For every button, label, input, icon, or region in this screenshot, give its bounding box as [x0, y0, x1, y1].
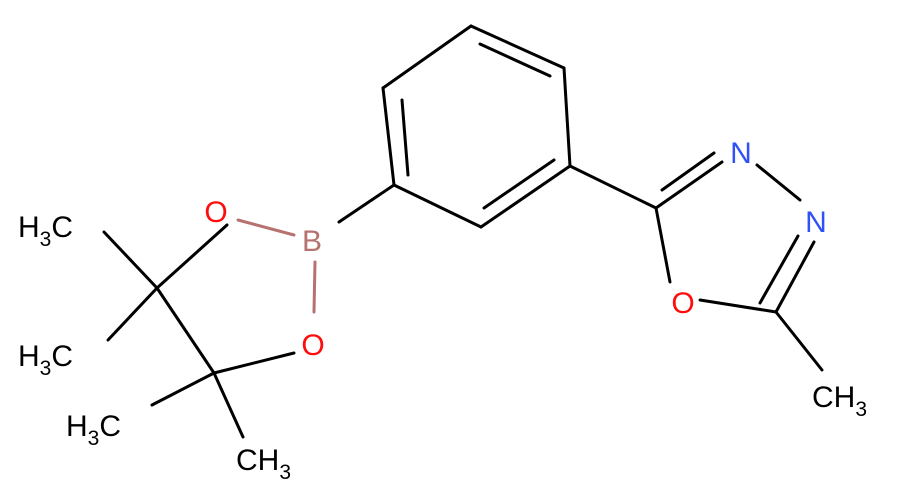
bond — [337, 183, 396, 224]
bond-B-O — [236, 218, 296, 237]
bond — [654, 160, 724, 210]
bond — [102, 230, 159, 290]
bond — [479, 164, 572, 229]
atom-labels: O B O N N O H3C H3C H3C CH3 CH3 — [18, 137, 867, 484]
bond — [774, 310, 824, 372]
bond — [774, 240, 816, 314]
bond — [155, 223, 229, 290]
methyl-label: H3C — [18, 211, 73, 251]
bond — [150, 371, 216, 407]
methyl-label: H3C — [66, 410, 121, 450]
nitrogen-atom: N — [730, 137, 752, 170]
bond-inner — [482, 158, 556, 210]
bond-inner — [758, 234, 800, 305]
nitrogen-atom: N — [805, 206, 827, 239]
bond — [381, 86, 396, 187]
oxygen-atom: O — [204, 196, 227, 229]
bond — [755, 163, 802, 202]
oxygen-atom: O — [301, 329, 324, 362]
bond-inner — [478, 42, 552, 78]
bond — [106, 286, 159, 342]
methyl-label: CH3 — [236, 444, 291, 484]
bond-B-O — [312, 260, 317, 314]
bond — [568, 164, 658, 210]
methyl-label: CH3 — [812, 381, 867, 421]
bond — [212, 371, 245, 439]
oxygen-atom: O — [671, 287, 694, 320]
methyl-label: H3C — [18, 340, 73, 380]
bond — [469, 24, 566, 70]
bond — [562, 66, 572, 168]
bond-inner — [400, 98, 410, 177]
bond — [698, 298, 778, 314]
bonds — [102, 24, 824, 439]
boron-atom: B — [302, 225, 322, 258]
bond — [155, 286, 216, 375]
bond-inner — [660, 151, 716, 192]
bond — [654, 206, 672, 284]
bond — [392, 183, 483, 229]
bond — [381, 24, 473, 90]
bond — [212, 351, 296, 375]
